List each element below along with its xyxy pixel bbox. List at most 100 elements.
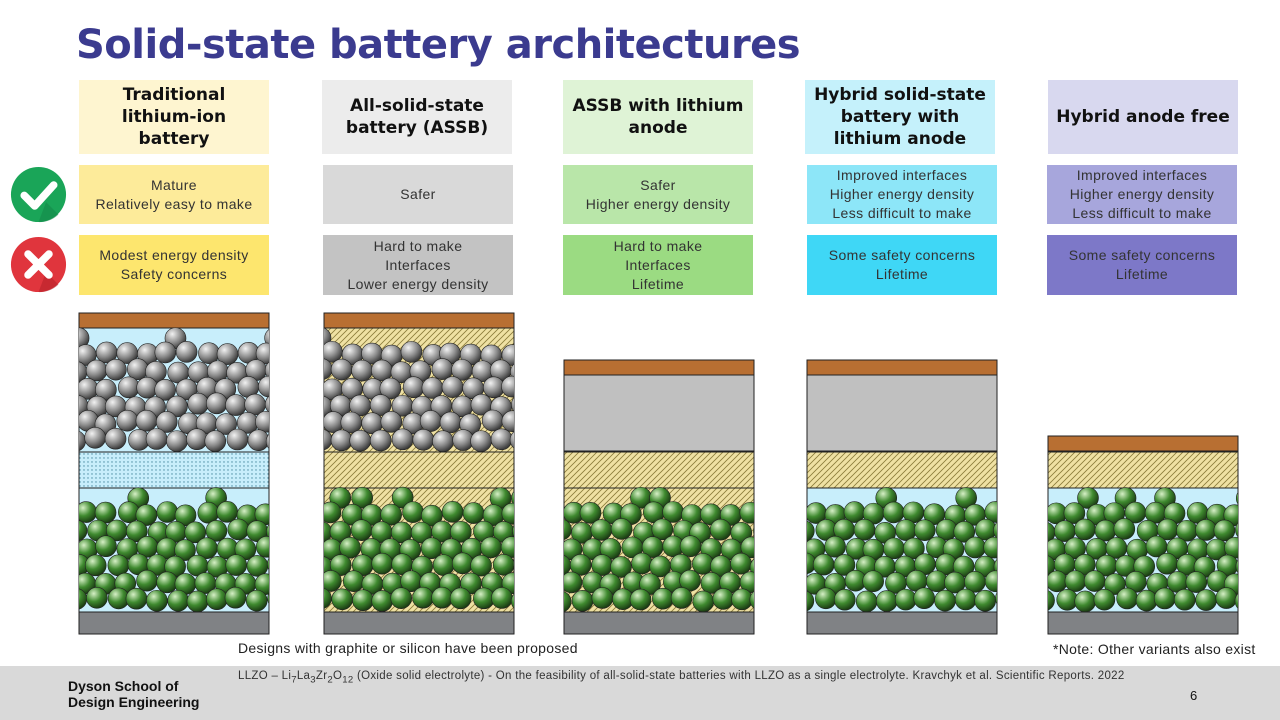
particle bbox=[876, 590, 898, 612]
particle bbox=[631, 552, 653, 575]
particle bbox=[993, 521, 997, 539]
separator-layer bbox=[1047, 451, 1239, 489]
particle bbox=[833, 554, 856, 576]
particle bbox=[679, 535, 702, 558]
column-header-assb-lithium: ASSB with lithium anode bbox=[563, 80, 753, 154]
particle bbox=[462, 502, 485, 524]
cross-icon bbox=[10, 236, 67, 293]
particle bbox=[155, 411, 178, 433]
page-number: 6 bbox=[1190, 688, 1198, 703]
particle bbox=[651, 518, 674, 541]
particle bbox=[903, 537, 925, 560]
particle bbox=[265, 433, 269, 450]
stack-assb bbox=[323, 312, 515, 635]
particle bbox=[441, 376, 464, 398]
current-collector-bottom bbox=[323, 611, 515, 635]
particle bbox=[246, 555, 269, 577]
particle bbox=[749, 590, 754, 609]
particle bbox=[439, 411, 462, 434]
particle bbox=[882, 501, 905, 524]
particle bbox=[264, 329, 269, 347]
check-icon bbox=[10, 166, 67, 223]
ref-suffix: (Oxide solid electrolyte) - On the feasi… bbox=[353, 670, 1125, 682]
particle bbox=[330, 429, 353, 452]
particle bbox=[564, 591, 572, 612]
particle bbox=[812, 553, 835, 576]
separator-layer bbox=[323, 451, 515, 489]
current-collector-top bbox=[806, 359, 998, 376]
particle bbox=[740, 536, 754, 559]
particle bbox=[1213, 519, 1236, 542]
particle bbox=[974, 589, 996, 612]
particle bbox=[995, 592, 997, 605]
particle bbox=[136, 376, 158, 399]
particle bbox=[964, 536, 986, 559]
particle bbox=[894, 588, 917, 611]
particle bbox=[1156, 552, 1178, 575]
particle bbox=[1135, 589, 1158, 612]
ref-o: O bbox=[333, 670, 343, 682]
particle bbox=[1048, 570, 1068, 593]
particle bbox=[255, 536, 269, 558]
particle bbox=[380, 503, 402, 526]
particle bbox=[895, 519, 917, 541]
particle bbox=[125, 587, 148, 610]
particle bbox=[198, 342, 220, 364]
particle bbox=[807, 590, 815, 612]
particle bbox=[349, 429, 371, 452]
cons-hybrid: Some safety concerns Lifetime bbox=[807, 235, 997, 295]
ref-la: La bbox=[296, 670, 311, 682]
particle bbox=[855, 590, 878, 613]
current-collector-bottom bbox=[1047, 611, 1239, 635]
particle bbox=[412, 428, 435, 451]
particle bbox=[352, 589, 374, 611]
particle bbox=[1093, 588, 1116, 611]
particle bbox=[145, 428, 168, 450]
separator-layer bbox=[78, 451, 270, 489]
particle bbox=[351, 486, 373, 509]
particle bbox=[174, 539, 196, 561]
ref-prefix: LLZO – Li bbox=[238, 670, 292, 682]
particle bbox=[156, 571, 178, 594]
particle bbox=[579, 502, 602, 524]
particle bbox=[491, 587, 513, 609]
lithium-anode bbox=[563, 374, 755, 452]
particle bbox=[116, 409, 139, 432]
particle bbox=[247, 429, 269, 452]
particle bbox=[1234, 593, 1238, 609]
particle bbox=[84, 426, 106, 449]
particle bbox=[1216, 554, 1238, 577]
particle bbox=[166, 395, 188, 418]
particle bbox=[95, 535, 117, 558]
current-collector-bottom bbox=[806, 611, 998, 635]
particle bbox=[1113, 518, 1136, 540]
particle bbox=[571, 589, 594, 612]
particle bbox=[679, 569, 701, 592]
particle bbox=[730, 552, 752, 575]
particle bbox=[564, 571, 583, 594]
stack-traditional bbox=[78, 312, 270, 635]
ref-sub: 2 bbox=[327, 674, 333, 686]
particle bbox=[154, 379, 176, 401]
particle bbox=[267, 592, 269, 605]
school-line-2: Design Engineering bbox=[68, 694, 200, 710]
particle bbox=[512, 558, 514, 569]
ref-sub: 3 bbox=[310, 674, 316, 686]
particle bbox=[421, 504, 443, 527]
particle bbox=[449, 521, 472, 543]
particle bbox=[264, 395, 269, 413]
particle bbox=[1116, 587, 1138, 610]
particle bbox=[266, 524, 269, 539]
particle bbox=[1083, 570, 1106, 592]
pros-hybrid: Improved interfaces Higher energy densit… bbox=[807, 165, 997, 224]
particle bbox=[1185, 571, 1208, 593]
particle bbox=[501, 375, 514, 398]
particle bbox=[984, 570, 997, 593]
particle bbox=[954, 588, 977, 611]
particle bbox=[652, 587, 674, 610]
particle bbox=[470, 430, 492, 452]
column-header-hybrid-anode-free: Hybrid anode free bbox=[1048, 80, 1238, 154]
particle bbox=[205, 392, 228, 415]
ref-zr: Zr bbox=[315, 670, 328, 682]
particle bbox=[833, 588, 856, 611]
